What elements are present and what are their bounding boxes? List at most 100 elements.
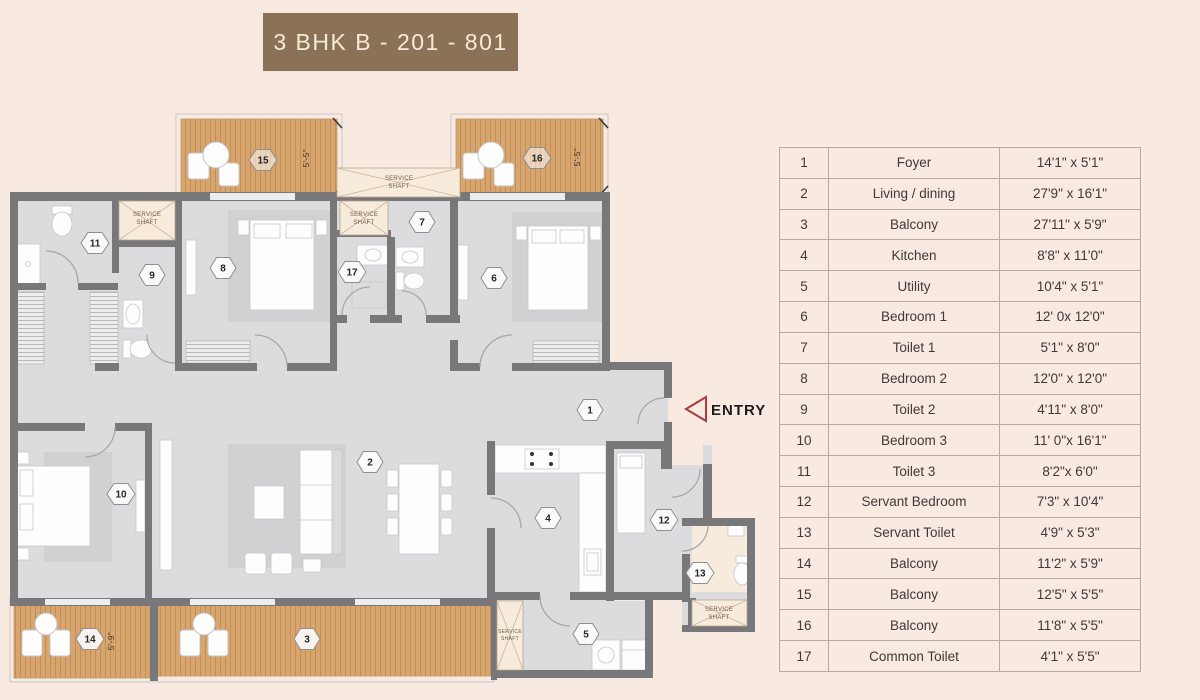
svg-text:9: 9 xyxy=(149,271,155,282)
legend-no: 4 xyxy=(779,239,829,272)
service-shaft-label: SHAFT xyxy=(388,184,409,190)
door-openings xyxy=(45,193,565,605)
patio-set-icon xyxy=(21,612,71,657)
room-markers: 1 2 3 4 5 6 7 8 xyxy=(75,147,715,650)
bed-icon xyxy=(457,225,602,311)
balcony-dim-label: 5'-5" xyxy=(573,148,582,166)
washer-icon xyxy=(591,639,648,671)
legend-no: 1 xyxy=(779,147,829,179)
legend-size: 8'8" x 11'0" xyxy=(999,239,1141,272)
legend-size: 4'1" x 5'5" xyxy=(999,640,1141,672)
svg-text:17: 17 xyxy=(346,268,358,279)
svg-text:12: 12 xyxy=(658,516,670,527)
legend-size: 27'9" x 16'1" xyxy=(999,177,1141,210)
entry-arrow-icon xyxy=(684,395,707,423)
legend-size: 27'11" x 5'9" xyxy=(999,208,1141,241)
legend-size: 10'4" x 5'1" xyxy=(999,270,1141,303)
balcony-dim-label: 5'-9" xyxy=(107,632,116,650)
legend-room: Bedroom 1 xyxy=(828,301,1000,333)
service-shaft-label: SERVICE xyxy=(350,212,378,218)
doors xyxy=(45,250,709,627)
legend-room: Foyer xyxy=(828,147,1000,179)
service-shaft-label: SHAFT xyxy=(136,220,157,226)
service-shaft: SERVICE SHAFT xyxy=(339,200,389,236)
service-shaft: SERVICE SHAFT xyxy=(118,200,176,241)
legend-room: Common Toilet xyxy=(828,640,1000,672)
room-marker-12: 12 xyxy=(649,509,679,531)
legend-size: 4'11" x 8'0" xyxy=(999,393,1141,426)
legend-size: 12' 0x 12'0" xyxy=(999,301,1141,333)
room-marker-16: 16 xyxy=(522,147,552,169)
room-marker-14: 14 xyxy=(75,628,105,650)
svg-text:11: 11 xyxy=(90,239,101,250)
legend-no: 14 xyxy=(779,547,829,580)
legend-size: 12'5" x 5'5" xyxy=(999,578,1141,611)
room-marker-7: 7 xyxy=(408,211,436,233)
legend-no: 13 xyxy=(779,516,829,549)
svg-text:4: 4 xyxy=(545,514,551,525)
legend-room: Servant Toilet xyxy=(828,516,1000,549)
service-shaft: SERVICE SHAFT xyxy=(691,599,748,627)
legend-no: 6 xyxy=(779,301,829,333)
legend-room: Balcony xyxy=(828,609,1000,641)
service-shaft: SERVICE SHAFT xyxy=(496,600,524,671)
legend-room: Toilet 1 xyxy=(828,331,1000,364)
legend-room: Servant Bedroom xyxy=(828,485,1000,518)
legend-room: Living / dining xyxy=(828,177,1000,210)
legend-size: 8'2"x 6'0" xyxy=(999,455,1141,487)
svg-text:5: 5 xyxy=(583,630,589,641)
room-marker-9: 9 xyxy=(138,264,166,286)
service-shafts: SERVICE SHAFT SERVICE SHAFT SERVICE SHAF… xyxy=(118,167,748,671)
service-shaft-label: SHAFT xyxy=(708,615,729,621)
balcony-16 xyxy=(450,113,609,199)
svg-text:15: 15 xyxy=(257,156,269,167)
svg-text:1: 1 xyxy=(587,406,593,417)
patio-set-icon xyxy=(462,141,515,187)
svg-text:3: 3 xyxy=(304,635,310,646)
bed-icon xyxy=(15,451,146,561)
legend-size: 4'9" x 5'3" xyxy=(999,516,1141,549)
room-marker-5: 5 xyxy=(572,623,600,645)
legend-room: Toilet 3 xyxy=(828,455,1000,487)
legend-no: 16 xyxy=(779,609,829,641)
legend-room: Bedroom 3 xyxy=(828,424,1000,457)
legend-no: 8 xyxy=(779,362,829,395)
plan-title: 3 BHK B - 201 - 801 xyxy=(263,13,518,71)
legend-size: 11' 0"x 16'1" xyxy=(999,424,1141,457)
dining-table-icon xyxy=(386,463,453,555)
toilet-icon xyxy=(351,244,390,309)
legend-size: 5'1" x 8'0" xyxy=(999,331,1141,364)
legend-room: Utility xyxy=(828,270,1000,303)
service-shaft: SERVICE SHAFT xyxy=(336,167,461,198)
room-marker-8: 8 xyxy=(209,257,237,279)
service-shaft-label: SERVICE xyxy=(133,212,161,218)
service-shaft-label: SHAFT xyxy=(501,636,519,642)
room-marker-4: 4 xyxy=(534,507,562,529)
room-marker-17: 17 xyxy=(337,261,367,283)
svg-text:8: 8 xyxy=(220,264,226,275)
legend-room: Kitchen xyxy=(828,239,1000,272)
room-marker-13: 13 xyxy=(685,562,715,584)
room-marker-10: 10 xyxy=(106,483,136,505)
legend-no: 3 xyxy=(779,208,829,241)
sofa-icon xyxy=(159,439,343,575)
room-marker-1: 1 xyxy=(576,399,604,421)
room-marker-15: 15 xyxy=(248,149,278,171)
